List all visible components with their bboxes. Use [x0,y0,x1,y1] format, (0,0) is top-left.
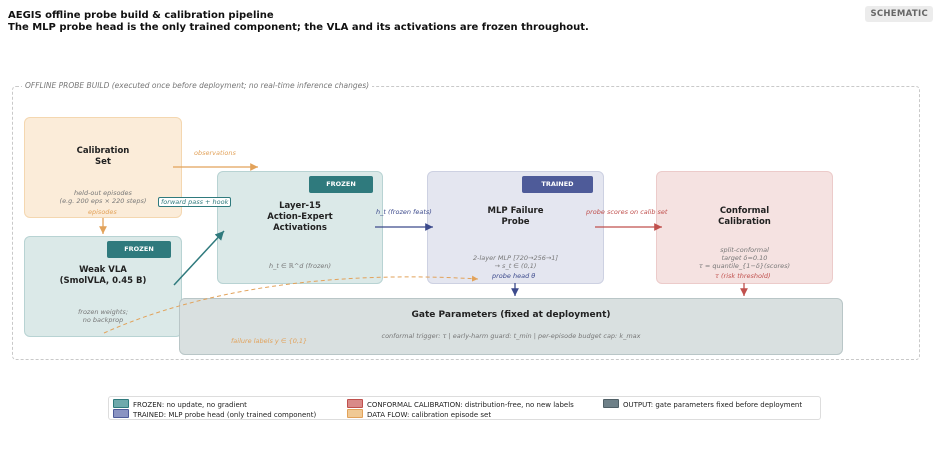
weak-vla-node: FROZEN Weak VLA (SmolVLA, 0.45 B) frozen… [24,236,182,337]
edge-failure-labels [103,275,479,334]
legend-frozen-label: FROZEN: no update, no gradient [133,401,247,409]
calibration-sub-2: (e.g. 200 eps × 220 steps) [59,197,147,205]
conformal-title-2: Calibration [718,217,771,227]
legend-conformal-swatch [347,399,363,408]
legend-conformal-label: CONFORMAL CALIBRATION: distribution-free… [367,401,574,409]
probe-sub-2: → s_t ∈ (0,1) [494,262,537,270]
label-tau: τ (risk threshold) [715,272,771,280]
title-line-1: AEGIS offline probe build & calibration … [8,10,274,21]
label-observations: observations [194,149,236,157]
conformal-sub-3: τ = quantile_{1−δ}(scores) [698,262,791,270]
legend-dataflow: DATA FLOW: calibration episode set [347,409,491,420]
region-label: OFFLINE PROBE BUILD (executed once befor… [22,81,373,90]
vla-title-1: Weak VLA [79,265,127,275]
legend-output-label: OUTPUT: gate parameters fixed before dep… [623,401,803,409]
calibration-title-1: Calibration [76,146,130,156]
legend-trained-swatch [113,409,129,418]
label-episodes: episodes [88,208,117,216]
gate-sub: conformal trigger: τ | early-harm guard:… [381,332,641,340]
vla-sub-2: no backprop [82,316,124,324]
legend-output: OUTPUT: gate parameters fixed before dep… [603,399,802,410]
label-failure: failure labels y ∈ {0,1} [231,337,308,345]
label-probe-head: probe head θ [492,272,536,280]
layer15-activations-node: FROZEN Layer-15 Action-Expert Activation… [217,171,383,284]
conformal-calibration-node: Conformal Calibration split-conformal ta… [656,171,833,284]
conformal-sub-2: target δ=0.10 [721,254,768,262]
calibration-title-2: Set [95,157,111,167]
legend-frozen-swatch [113,399,129,408]
layer-frozen-tag: FROZEN [309,176,373,193]
schematic-badge: SCHEMATIC [865,6,933,22]
vla-sub-1: frozen weights; [77,308,129,316]
calibration-set-node: Calibration Set held-out episodes (e.g. … [24,117,182,218]
probe-title-2: Probe [501,217,530,227]
probe-title-1: MLP Failure [487,206,544,216]
gate-parameters-node: Gate Parameters (fixed at deployment) co… [179,298,843,355]
edge-forward-pass [173,230,225,286]
label-scores: probe scores on calib set [586,208,668,216]
conformal-title-1: Conformal [719,206,770,216]
layer-sub: h_t ∈ ℝ^d (frozen) [268,262,332,270]
gate-title: Gate Parameters (fixed at deployment) [411,310,611,320]
offline-build-region [12,86,920,360]
label-feats: h_t (frozen feats) [376,208,432,216]
legend: FROZEN: no update, no gradient TRAINED: … [108,396,821,420]
vla-frozen-tag: FROZEN [107,241,171,258]
probe-sub-1: 2-layer MLP [720→256→1] [473,254,558,262]
probe-trained-tag: TRAINED [522,176,593,193]
mlp-probe-node: TRAINED MLP Failure Probe 2-layer MLP [7… [427,171,604,284]
diagram-title: AEGIS offline probe build & calibration … [8,10,589,34]
legend-trained-label: TRAINED: MLP probe head (only trained co… [133,411,317,419]
layer-title-3: Activations [273,223,327,233]
conformal-sub-1: split-conformal [720,246,769,254]
layer-title-2: Action-Expert [267,212,333,222]
layer-title-1: Layer-15 [279,201,321,211]
vla-title-2: (SmolVLA, 0.45 B) [59,276,147,286]
label-forward-pass: forward pass + hook [158,197,232,207]
legend-frozen: FROZEN: no update, no gradient [113,399,247,410]
legend-output-swatch [603,399,619,408]
legend-dataflow-label: DATA FLOW: calibration episode set [367,411,492,419]
legend-dataflow-swatch [347,409,363,418]
legend-trained: TRAINED: MLP probe head (only trained co… [113,409,316,420]
legend-conformal: CONFORMAL CALIBRATION: distribution-free… [347,399,574,410]
calibration-sub-1: held-out episodes [74,189,132,197]
title-line-2: The MLP probe head is the only trained c… [8,22,589,33]
